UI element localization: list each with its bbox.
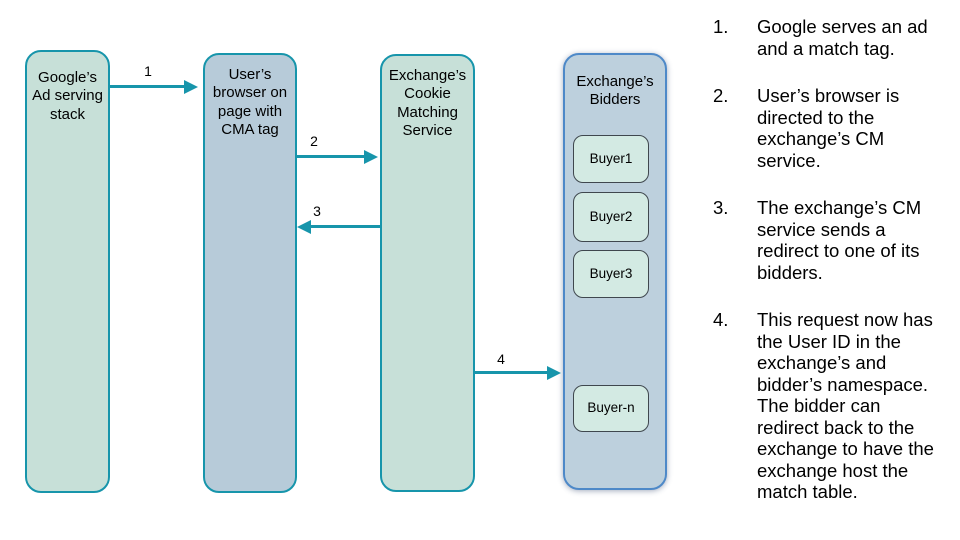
- arrow-3-label: 3: [313, 203, 321, 219]
- node-cookie-matching-service: Exchange’s Cookie Matching Service: [380, 54, 475, 492]
- arrow-2-line: [297, 155, 366, 158]
- step-item-1: 1. Google serves an ad and a match tag.: [713, 16, 953, 59]
- buyer-box-3: Buyer3: [573, 250, 649, 298]
- node-label-bidders: Exchange’s Bidders: [576, 73, 654, 109]
- step-description: The exchange’s CM service sends a redire…: [757, 197, 922, 283]
- step-description: User’s browser is directed to the exchan…: [757, 85, 900, 171]
- node-exchange-bidders: Exchange’s Bidders Buyer1 Buyer2 Buyer3 …: [563, 53, 667, 490]
- arrow-1-line: [110, 85, 186, 88]
- node-google-ad-stack: Google’s Ad serving stack: [25, 50, 110, 493]
- node-label-browser: User’s browser on page with CMA tag: [212, 66, 288, 138]
- node-label-google: Google’s Ad serving stack: [32, 69, 103, 123]
- node-user-browser: User’s browser on page with CMA tag: [203, 53, 297, 493]
- step-item-4: 4. This request now has the User ID in t…: [713, 309, 953, 503]
- step-number: 2.: [713, 85, 729, 106]
- step-item-2: 2. User’s browser is directed to the exc…: [713, 85, 953, 171]
- arrow-2-head-icon: [364, 150, 378, 164]
- node-label-cm-service: Exchange’s Cookie Matching Service: [388, 67, 467, 139]
- buyer-box-n: Buyer-n: [573, 385, 649, 432]
- arrow-3-head-icon: [297, 220, 311, 234]
- step-number: 4.: [713, 309, 729, 330]
- arrow-1-head-icon: [184, 80, 198, 94]
- arrow-2-label: 2: [310, 133, 318, 149]
- step-number: 1.: [713, 16, 729, 37]
- arrow-4-label: 4: [497, 351, 505, 367]
- buyer-box-1: Buyer1: [573, 135, 649, 183]
- step-description: Google serves an ad and a match tag.: [757, 16, 928, 59]
- arrow-3-line: [311, 225, 380, 228]
- arrow-4-head-icon: [547, 366, 561, 380]
- step-description: This request now has the User ID in the …: [757, 309, 934, 502]
- step-item-3: 3. The exchange’s CM service sends a red…: [713, 197, 953, 283]
- arrow-4-line: [475, 371, 549, 374]
- step-number: 3.: [713, 197, 729, 218]
- buyer-box-2: Buyer2: [573, 192, 649, 242]
- steps-list: 1. Google serves an ad and a match tag. …: [713, 16, 953, 503]
- arrow-1-label: 1: [144, 63, 152, 79]
